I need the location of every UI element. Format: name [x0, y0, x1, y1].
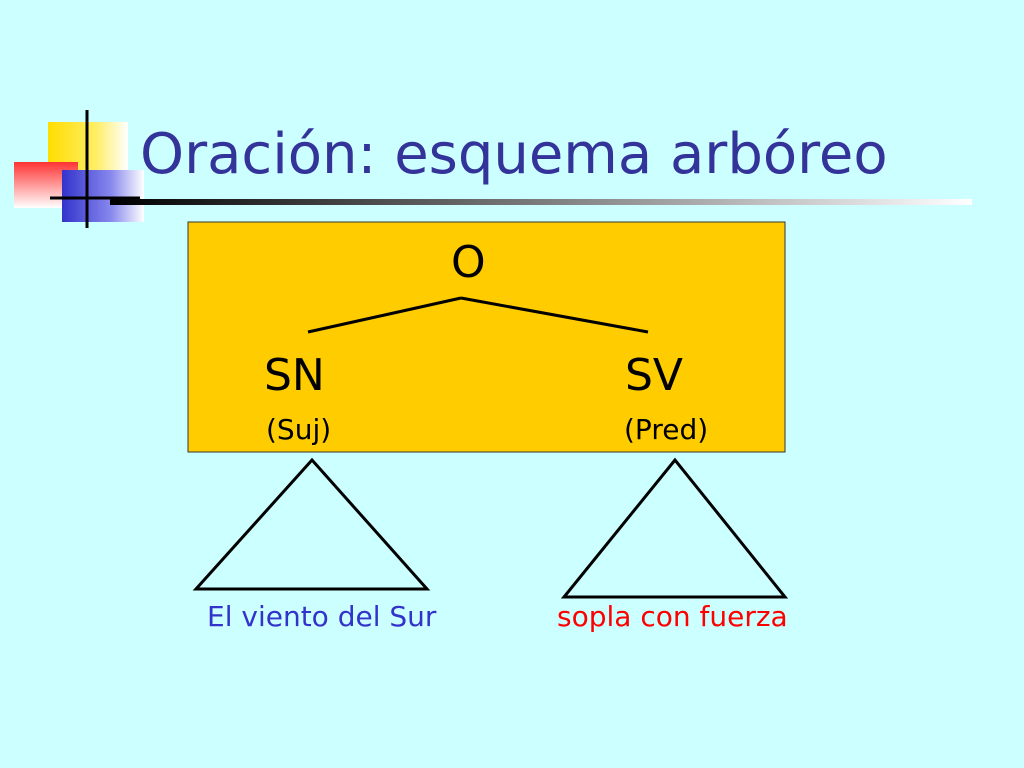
- predicate-phrase: sopla con fuerza: [557, 600, 788, 633]
- title-underline: [110, 199, 972, 205]
- branch-left: [307, 296, 462, 334]
- sentence-box: [187, 221, 786, 453]
- predicate-role-label: (Pred): [624, 413, 709, 446]
- subject-node-label: SN: [264, 350, 325, 401]
- slide-title: Oración: esquema arbóreo: [140, 122, 888, 187]
- subject-phrase: El viento del Sur: [207, 600, 437, 633]
- root-node-label: O: [451, 237, 486, 288]
- corner-decoration: [14, 110, 144, 228]
- deco-blue-square: [62, 170, 144, 222]
- predicate-node-label: SV: [625, 350, 684, 401]
- subject-role-label: (Suj): [266, 413, 332, 446]
- predicate-triangle: [560, 457, 789, 599]
- subject-triangle: [192, 457, 431, 591]
- branch-right: [460, 296, 649, 334]
